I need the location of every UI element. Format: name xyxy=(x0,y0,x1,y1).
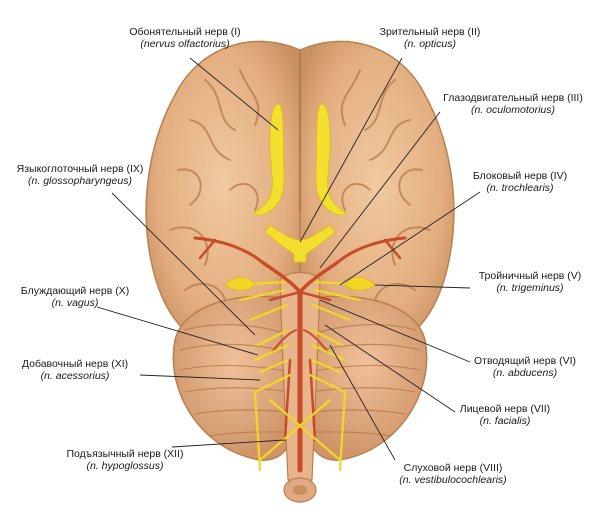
leader-oculomotor xyxy=(319,111,441,269)
label-optic-la: (n. opticus) xyxy=(404,38,456,50)
label-glossopharyngeal-nerve: Языкоглоточный нерв (IX) (n. glossophary… xyxy=(0,163,160,187)
label-glossopharyngeal-ru: Языкоглоточный нерв (IX) xyxy=(16,163,144,175)
cerebellum xyxy=(172,295,428,461)
label-facial-la: (n. facialis) xyxy=(479,415,531,427)
label-hypoglossal-la: (n. hypoglossus) xyxy=(86,460,164,472)
label-accessory-ru: Добавочный нерв (XI) xyxy=(21,358,129,370)
label-trigeminal-la: (n. trigeminus) xyxy=(496,282,564,294)
label-vestibulocochlear-ru: Слуховой нерв (VIII) xyxy=(403,462,503,474)
trigeminal-roots xyxy=(224,277,376,291)
label-vagus-ru: Блуждающий нерв (X) xyxy=(20,285,130,297)
label-oculomotor-ru: Глазодвигательный нерв (III) xyxy=(443,92,583,104)
label-trigeminal-nerve: Тройничный нерв (V) (n. trigeminus) xyxy=(465,270,595,294)
leader-accessory xyxy=(139,374,261,381)
leader-glossopharyngeal xyxy=(111,192,256,336)
olfactory-bulb-right xyxy=(315,103,347,216)
label-accessory-la: (n. acessorius) xyxy=(40,370,110,382)
leader-trochlear xyxy=(339,191,481,286)
label-olfactory-ru: Обонятельный нерв (I) xyxy=(129,26,241,38)
label-trigeminal-ru: Тройничный нерв (V) xyxy=(478,270,582,282)
label-vagus-nerve: Блуждающий нерв (X) (n. vagus) xyxy=(0,285,150,309)
optic-chiasm xyxy=(264,224,336,263)
label-hypoglossal-nerve: Подъязычный нерв (XII) (n. hypoglossus) xyxy=(40,448,210,472)
label-optic-ru: Зрительный нерв (II) xyxy=(379,26,481,38)
arteries xyxy=(193,236,407,473)
leader-olfactory xyxy=(189,57,279,131)
label-trochlear-la: (n. trochlearis) xyxy=(486,182,554,194)
leader-vestibulocochlear xyxy=(329,344,396,461)
label-vagus-la: (n. vagus) xyxy=(51,297,99,309)
left-cerebellum xyxy=(172,295,296,461)
label-olfactory-la: (nervus olfactorius) xyxy=(140,38,230,50)
leader-vagus xyxy=(96,306,259,356)
label-vestibulocochlear-nerve: Слуховой нерв (VIII) (n. vestibulocochle… xyxy=(378,462,528,486)
olfactory-optic-nerves xyxy=(253,103,347,263)
label-facial-nerve: Лицевой нерв (VII) (n. facialis) xyxy=(440,403,570,427)
label-facial-ru: Лицевой нерв (VII) xyxy=(459,403,551,415)
leader-trigeminal xyxy=(374,284,471,289)
leader-abducens xyxy=(319,299,471,363)
label-hypoglossal-ru: Подъязычный нерв (XII) xyxy=(66,448,184,460)
label-oculomotor-nerve: Глазодвигательный нерв (III) (n. oculomo… xyxy=(428,92,598,116)
leader-optic xyxy=(299,57,403,243)
label-glossopharyngeal-la: (n. glossopharyngeus) xyxy=(28,175,132,187)
right-cerebellum xyxy=(304,295,428,461)
label-abducens-nerve: Отводящий нерв (VI) (n. abducens) xyxy=(455,355,595,379)
leader-hypoglossal xyxy=(171,439,286,448)
label-trochlear-ru: Блоковый нерв (IV) xyxy=(472,170,568,182)
label-optic-nerve: Зрительный нерв (II) (n. opticus) xyxy=(355,26,505,50)
label-trochlear-nerve: Блоковый нерв (IV) (n. trochlearis) xyxy=(450,170,590,194)
olfactory-bulb-left xyxy=(253,103,285,216)
leader-lines xyxy=(96,57,481,461)
label-oculomotor-la: (n. oculomotorius) xyxy=(470,104,556,116)
leader-facial xyxy=(324,324,456,413)
label-olfactory-nerve: Обонятельный нерв (I) (nervus olfactoriu… xyxy=(95,26,275,50)
label-accessory-nerve: Добавочный нерв (XI) (n. acessorius) xyxy=(0,358,150,382)
label-vestibulocochlear-la: (n. vestibulocochlearis) xyxy=(399,474,507,486)
label-abducens-la: (n. abducens) xyxy=(492,367,558,379)
label-abducens-ru: Отводящий нерв (VI) xyxy=(473,355,577,367)
